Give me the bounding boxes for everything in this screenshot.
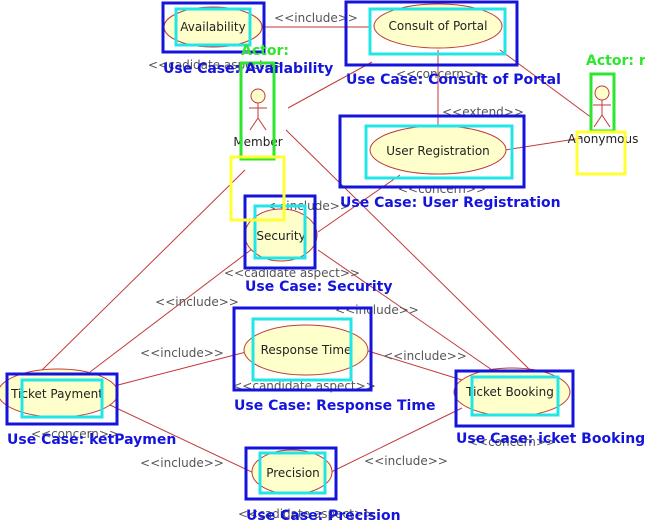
stereo-include-availability: <<include>> xyxy=(274,11,358,25)
edge-consult-anonymous xyxy=(499,49,593,119)
box-use-case-ticket-booking xyxy=(454,369,575,428)
tag-precision: Use Case: Precision xyxy=(246,508,401,523)
edge-payment-precision xyxy=(109,404,259,476)
edge-userreg-security xyxy=(317,174,401,233)
stereo-concern-consult: <<concern>> xyxy=(396,67,484,81)
edge-member-consult xyxy=(287,61,373,109)
stereo-candidate-precision: <<cadidate aspect>> xyxy=(238,507,374,521)
inner-box-precision xyxy=(258,451,327,495)
edge-booking-security xyxy=(317,249,496,373)
label-precision: Precision xyxy=(266,466,320,480)
edge-payment-security xyxy=(89,245,257,373)
stereo-include-payment-security: <<include>> xyxy=(155,295,239,309)
overlay-boxes xyxy=(5,0,627,501)
stereo-include-booking-precision: <<include>> xyxy=(364,454,448,468)
stereo-concern-userreg: <<concern>> xyxy=(398,182,486,196)
tag-ticket-payment: Use Case: ketPaymen xyxy=(7,432,176,448)
box-actor-member xyxy=(239,61,276,161)
box-use-case-precision xyxy=(244,446,338,501)
stereo-concern-booking: <<concern>> xyxy=(468,435,556,449)
stereo-concern-payment: <<concern>> xyxy=(31,427,119,441)
box-actor-anonymous-aux xyxy=(575,130,627,176)
tag-response-time: Use Case: Response Time xyxy=(234,398,435,414)
label-response-time: Response Time xyxy=(261,343,352,357)
stereo-include-payment-precision: <<include>> xyxy=(140,456,224,470)
label-availability: Availability xyxy=(180,20,245,34)
edge-payment-responsetime xyxy=(117,350,251,386)
actor-anonymous-figure[interactable] xyxy=(593,85,611,128)
edge-anonymous-userreg xyxy=(504,137,583,151)
tag-actor-member: Actor: xyxy=(241,43,289,59)
edge-member-booking xyxy=(285,129,531,371)
overlay-tags: Use Case: Availability Use Case: Consult… xyxy=(7,43,645,523)
actor-anonymous-name: Anonymous xyxy=(568,132,639,146)
inner-box-ticket-booking xyxy=(470,375,560,417)
use-case-response-time[interactable] xyxy=(243,324,369,376)
inner-box-availability xyxy=(174,7,252,47)
edge-member-payment xyxy=(39,169,246,373)
tag-actor-anonymous: Actor: r xyxy=(586,53,645,69)
box-use-case-user-registration xyxy=(338,114,526,189)
actor-member-name: Member xyxy=(233,135,282,149)
label-security: Security xyxy=(256,229,305,243)
label-consult-of-portal: Consult of Portal xyxy=(389,19,488,33)
box-use-case-availability xyxy=(161,1,266,54)
relationship-lines xyxy=(39,26,593,476)
tag-ticket-booking: Use Case: icket Booking xyxy=(456,431,645,447)
tag-availability: Use Case: Availability xyxy=(163,61,333,77)
edge-booking-responsetime xyxy=(367,350,463,381)
label-ticket-booking: Ticket Booking xyxy=(465,385,554,399)
use-case-consult-of-portal[interactable] xyxy=(373,3,503,49)
inner-box-consult-of-portal xyxy=(368,7,507,56)
use-case-ellipses xyxy=(0,3,571,495)
inner-box-ticket-payment xyxy=(20,378,104,419)
label-ticket-payment: Ticket Payment xyxy=(10,387,103,401)
box-use-case-response-time xyxy=(232,306,373,392)
tag-security: Use Case: Security xyxy=(245,279,392,295)
edge-booking-precision xyxy=(324,407,463,476)
box-use-case-ticket-payment xyxy=(5,372,119,426)
stereo-include-security: <<include>> xyxy=(266,199,350,213)
box-use-case-security xyxy=(243,194,317,270)
actor-member-figure[interactable] xyxy=(249,88,267,131)
box-actor-member-aux xyxy=(229,155,286,222)
stereo-include-payment-responsetime: <<include>> xyxy=(140,346,224,360)
box-use-case-consult-of-portal xyxy=(344,0,519,67)
stereo-include-booking-responsetime: <<include>> xyxy=(383,349,467,363)
inner-box-security xyxy=(253,204,307,260)
tag-user-registration: Use Case: User Registration xyxy=(340,195,561,211)
stereo-include-booking-security: <<include>> xyxy=(335,303,419,317)
tag-consult-of-portal: Use Case: Consult of Portal xyxy=(346,72,561,88)
label-user-registration: User Registration xyxy=(386,144,490,158)
inner-box-user-registration xyxy=(364,124,514,180)
inner-box-response-time xyxy=(251,317,353,382)
